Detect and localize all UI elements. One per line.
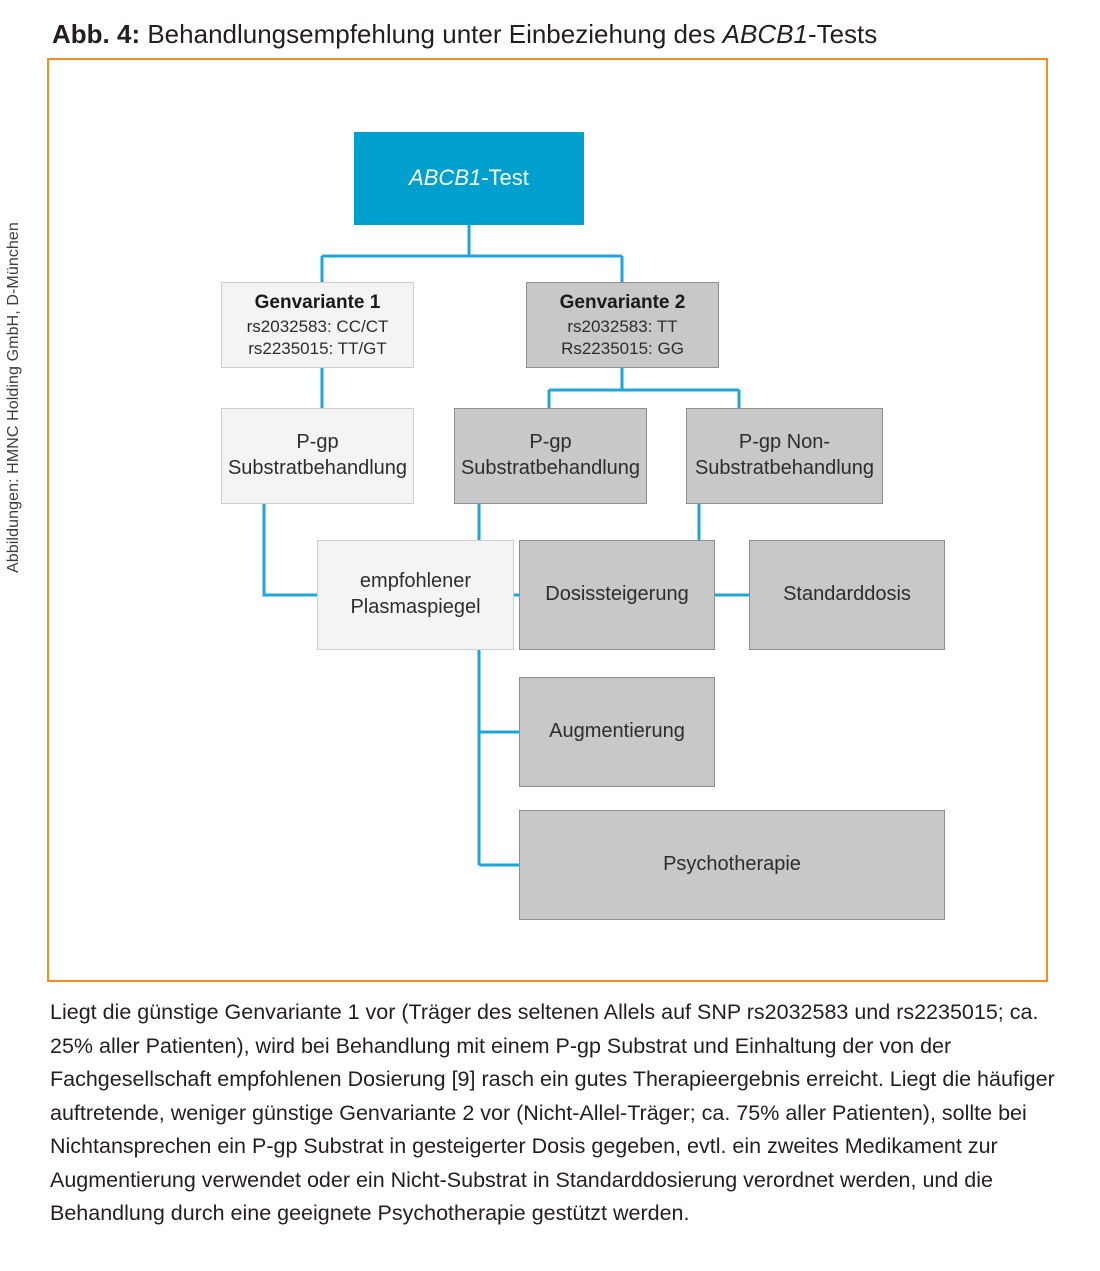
figure-title-after: -Tests (807, 19, 878, 49)
node-pgp-non-substrat-line1: P-gp Non- (738, 431, 831, 454)
node-pgp-substrat-left-line1: P-gp (296, 431, 339, 454)
node-pgp-substrat-right-line1: P-gp (529, 431, 572, 454)
node-pgp-substrat-right[interactable]: P-gp Substratbehandlung (454, 408, 647, 504)
node-dosissteigerung[interactable]: Dosissteigerung (519, 540, 715, 650)
node-pgp-substrat-left[interactable]: P-gp Substratbehandlung (221, 408, 414, 504)
node-genvariante-2-title: Genvariante 2 (559, 291, 686, 313)
figure-title: Abb. 4: Behandlungsempfehlung unter Einb… (52, 18, 1062, 50)
node-standarddosis-label: Standarddosis (783, 583, 911, 606)
node-pgp-non-substrat[interactable]: P-gp Non- Substratbehandlung (686, 408, 883, 504)
node-augmentierung-label: Augmentierung (549, 720, 685, 743)
node-abcb1-test[interactable]: ABCB1-Test (354, 132, 584, 225)
node-abcb1-test-gene: ABCB1 (409, 165, 482, 191)
node-plasmaspiegel-line1: empfohlener (359, 570, 472, 593)
figure-title-before: Behandlungsempfehlung unter Einbeziehung… (147, 19, 723, 49)
node-plasmaspiegel-line2: Plasmaspiegel (350, 596, 481, 618)
node-pgp-non-substrat-line2: Substratbehandlung (694, 457, 875, 479)
edge-pgp-left-to-plasmaspiegel (262, 504, 317, 597)
node-psychotherapie[interactable]: Psychotherapie (519, 810, 945, 920)
node-abcb1-test-rest: -Test (481, 165, 529, 191)
body-paragraph: Liegt die günstige Genvariante 1 vor (Tr… (50, 1000, 1055, 1225)
node-standarddosis[interactable]: Standarddosis (749, 540, 945, 650)
node-abcb1-test-label: ABCB1-Test (409, 164, 529, 192)
node-genvariante-2-snp1: rs2032583: TT (567, 316, 678, 336)
node-genvariante-1[interactable]: Genvariante 1 rs2032583: CC/CT rs2235015… (221, 282, 414, 368)
figure-frame: ABCB1-Test Genvariante 1 rs2032583: CC/C… (47, 58, 1048, 982)
node-pgp-substrat-left-line2: Substratbehandlung (227, 457, 408, 479)
node-genvariante-2[interactable]: Genvariante 2 rs2032583: TT Rs2235015: G… (526, 282, 719, 368)
node-augmentierung[interactable]: Augmentierung (519, 677, 715, 787)
flowchart: ABCB1-Test Genvariante 1 rs2032583: CC/C… (49, 60, 1050, 984)
node-psychotherapie-label: Psychotherapie (663, 853, 801, 876)
node-pgp-substrat-right-line2: Substratbehandlung (460, 457, 641, 479)
node-genvariante-1-snp1: rs2032583: CC/CT (246, 316, 389, 336)
node-genvariante-1-title: Genvariante 1 (254, 291, 381, 313)
node-genvariante-2-snp2: Rs2235015: GG (561, 338, 684, 358)
node-dosissteigerung-label: Dosissteigerung (545, 583, 689, 606)
credit-line: Abbildungen: HMNC Holding GmbH, D-Münche… (5, 222, 22, 573)
node-genvariante-1-snp2: rs2235015: TT/GT (248, 338, 387, 358)
figure-label: Abb. 4: (52, 19, 141, 49)
node-plasmaspiegel[interactable]: empfohlener Plasmaspiegel (317, 540, 514, 650)
figure-title-gene: ABCB1 (722, 19, 808, 49)
